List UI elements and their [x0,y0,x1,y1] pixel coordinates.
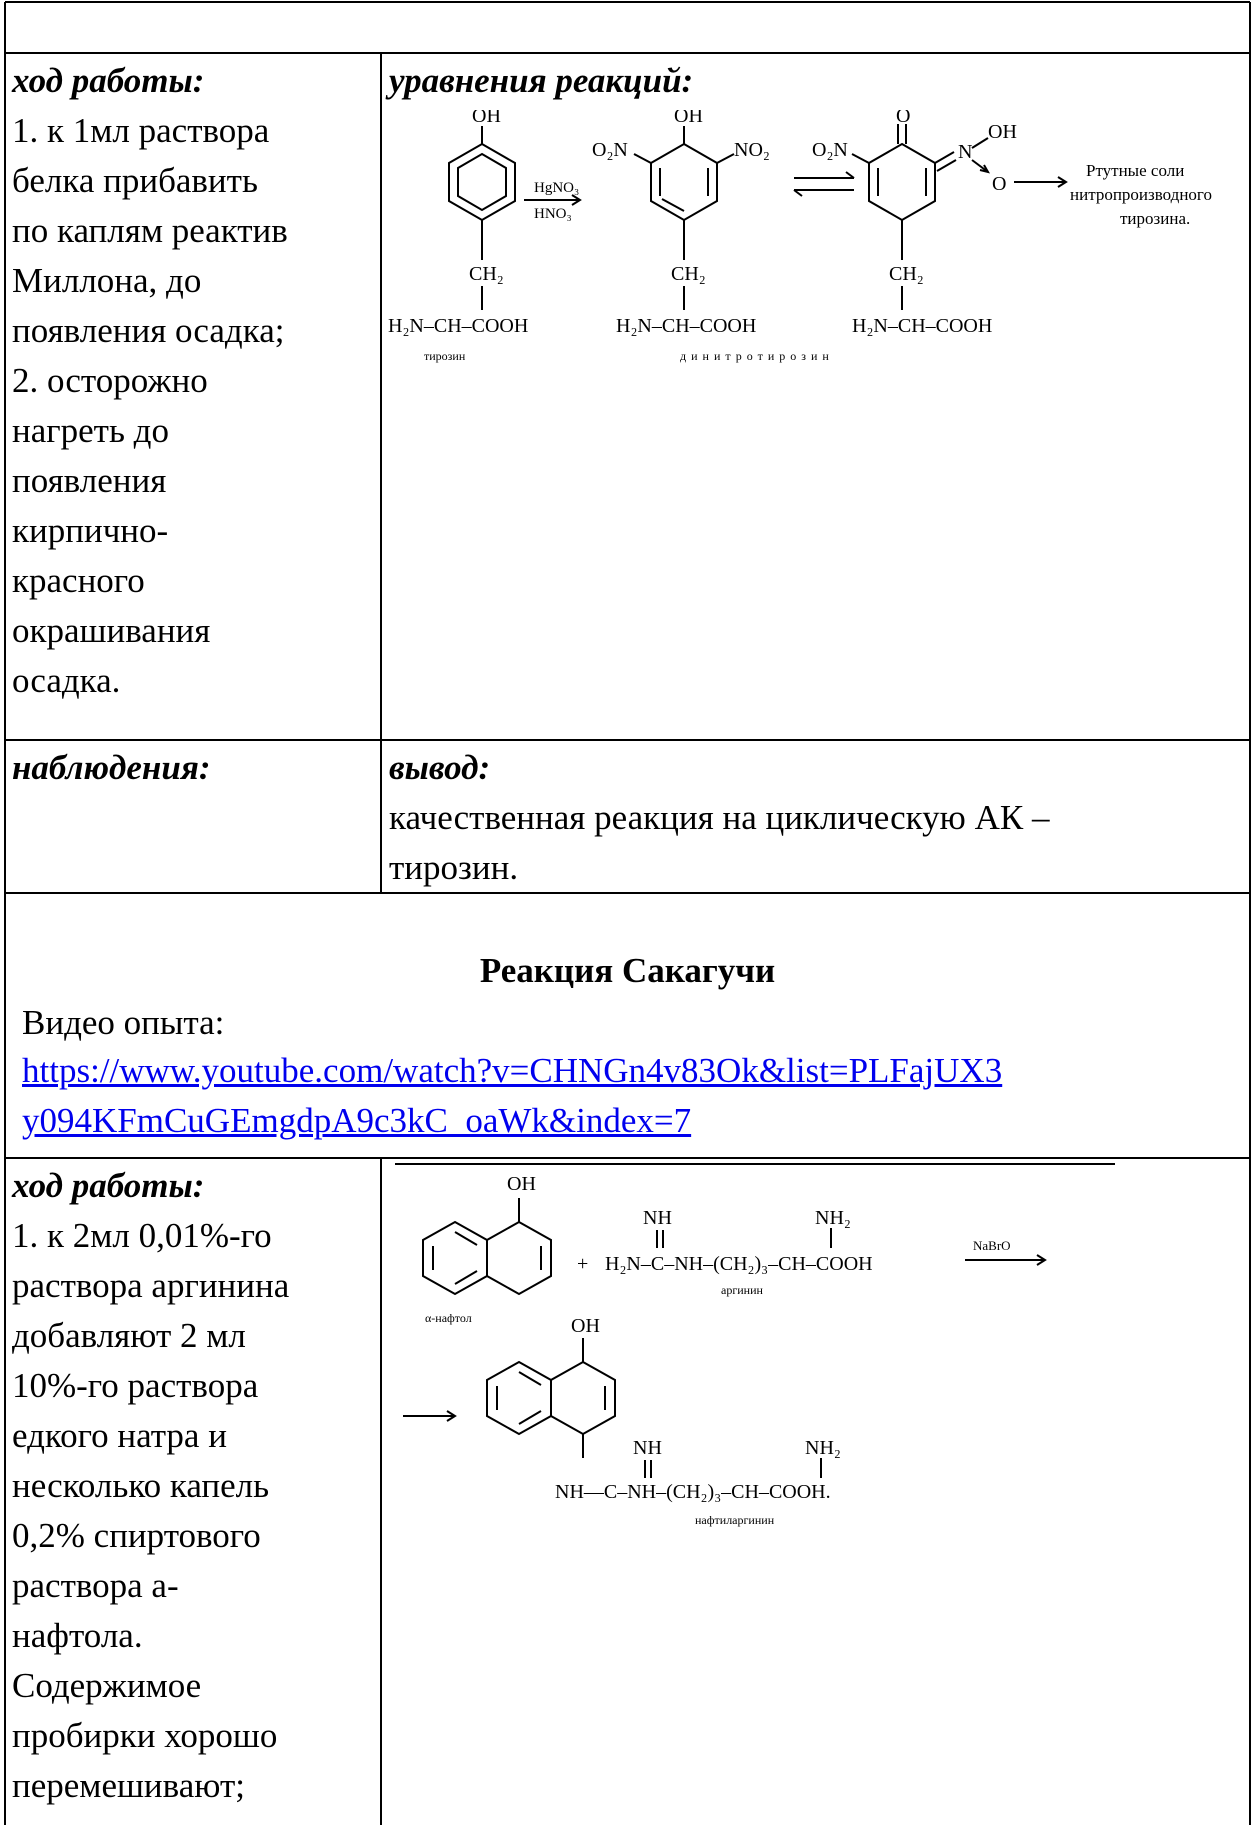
procedure-line: нафтола. [12,1616,143,1655]
oh-label: OH [988,121,1017,143]
equations-header: уравнения реакций: [389,61,694,100]
procedure-line: нагреть до [12,411,169,450]
procedure-line: 1. к 1мл раствора [12,111,270,150]
reagent-label: NaBrO [973,1238,1011,1253]
nitro-label: O₂N [592,139,628,161]
amino-acid-label: H₂N–CH–COOH [852,315,992,337]
procedure-header: ход работы: [12,1166,205,1205]
procedure-line: 2. осторожно [12,361,208,400]
sakaguchi-reaction-scheme: OH + NH NH₂ H₂N–C–NH–(CH₂)₃–CH–COOH NaBr… [395,1163,1115,1527]
conclusion-text: качественная реакция на циклическую АК –… [389,793,1049,893]
procedure-line: 0,2% спиртового [12,1516,261,1555]
oh-label: OH [472,110,501,127]
oh-label: OH [571,1315,600,1337]
nh-label: NH [633,1437,662,1459]
nitro-label: O₂N [812,139,848,161]
ch2-label: CH₂ [469,263,504,285]
procedure-line: Миллона, до [12,261,202,300]
product-label: тирозина. [1120,209,1190,228]
reagent-label: HgNO₃ [534,180,579,196]
procedure-line: несколько капель [12,1466,270,1505]
product-chain: NH—C–NH–(CH₂)₃–CH–COOH. [555,1481,831,1503]
video-link[interactable]: y094KFmCuGEmgdpA9c3kC_oaWk&index=7 [22,1101,692,1140]
compound-name: аргинин [721,1283,764,1297]
product-label: нитропроизводного [1070,185,1212,204]
procedure-line: раствора аргинина [12,1266,290,1305]
procedure-line: едкого натра и [12,1416,227,1455]
nh2-label: NH₂ [815,1207,851,1229]
conclusion-header: вывод: [389,748,491,787]
procedure-line: раствора а- [12,1566,179,1605]
procedure-line: появления [12,461,167,500]
conclusion-line: тирозин. [389,848,519,887]
plus-sign: + [577,1253,588,1275]
oh-label: OH [507,1173,536,1195]
conclusion-line: качественная реакция на циклическую АК – [389,798,1050,837]
reagent-label: HNO₃ [534,206,572,222]
ch2-label: CH₂ [671,263,706,285]
ch2-label: CH₂ [889,263,924,285]
procedure-line: 10%-го раствора [12,1366,259,1405]
procedure-line: появления осадка; [12,311,285,350]
procedure-text: 1. к 2мл 0,01%-го раствора аргинина доба… [12,1211,377,1811]
procedure-line: белка прибавить [12,161,258,200]
arginine-chain: H₂N–C–NH–(CH₂)₃–CH–COOH [605,1253,873,1275]
product-label: Ртутные соли [1086,161,1184,180]
nh2-label: NH₂ [805,1437,841,1459]
compound-name: нафтиларгинин [695,1513,775,1527]
procedure-line: окрашивания [12,611,211,650]
procedure-line: 1. к 2мл 0,01%-го [12,1216,272,1255]
procedure-line: добавляют 2 мл [12,1316,246,1355]
procedure-line: по каплям реактив [12,211,288,250]
o-label: O [896,110,910,127]
procedure-line: красного [12,561,145,600]
compound-name: α-нафтол [425,1311,472,1325]
procedure-line: осадка. [12,661,121,700]
procedure-line: кирпично- [12,511,169,550]
nitro-label: NO₂ [734,139,770,161]
compound-name: тирозин [424,349,466,363]
amino-acid-label: H₂N–CH–COOH [616,315,756,337]
section-title: Реакция Сакагучи [479,951,776,990]
procedure-line: пробирки хорошо [12,1716,278,1755]
procedure-line: Содержимое [12,1666,202,1705]
video-link-block: https://www.youtube.com/watch?v=CHNGn4v8… [22,1046,1002,1146]
video-label: Видео опыта: [22,1003,225,1042]
n-label: N [958,141,972,163]
amino-acid-label: H₂N–CH–COOH [388,315,528,337]
o-label: O [992,173,1006,195]
millon-reaction-scheme: OH OH O HgNO₃ HNO₃ O₂N NO₂ O₂N N OH O CH… [388,110,1212,363]
video-link[interactable]: https://www.youtube.com/watch?v=CHNGn4v8… [22,1051,1003,1090]
observations-header: наблюдения: [12,748,211,787]
nh-label: NH [643,1207,672,1229]
oh-label: OH [674,110,703,127]
procedure-header: ход работы: [12,61,205,100]
procedure-text: 1. к 1мл раствора белка прибавить по кап… [12,106,377,706]
compound-name: динитротирозин [680,349,834,363]
procedure-line: перемешивают; [12,1766,245,1805]
